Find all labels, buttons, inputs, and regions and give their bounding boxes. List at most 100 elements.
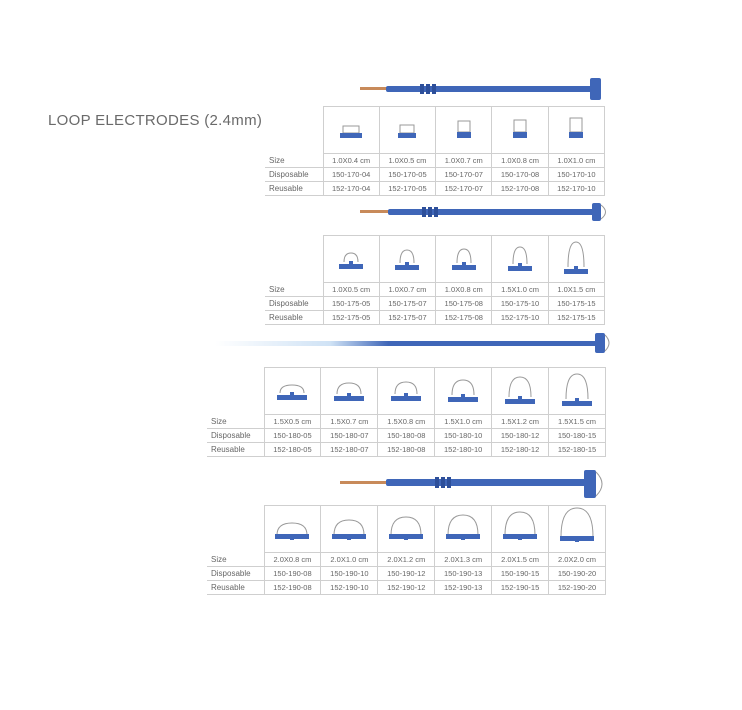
size-cell: 1.5X0.8 cm	[377, 414, 436, 429]
loop-image-cell	[263, 505, 322, 553]
square-loop-icon	[398, 124, 417, 138]
electrode-handle-1	[360, 78, 601, 100]
wide-loop-icon	[448, 379, 479, 402]
large-loop-icon	[275, 522, 310, 540]
disposable-cell: 150-175-10	[491, 296, 549, 311]
round-loop-icon	[508, 246, 533, 271]
wide-loop-icon	[391, 381, 422, 401]
row-label-size: Size	[207, 414, 264, 429]
reusable-cell: 152-175-05	[322, 310, 380, 325]
loop-image-cell	[377, 367, 436, 415]
disposable-cell: 150-180-12	[491, 428, 550, 443]
disposable-cell: 150-190-13	[434, 566, 493, 581]
size-cell: 2.0X1.5 cm	[491, 552, 550, 567]
disposable-cell: 150-170-04	[322, 167, 380, 182]
round-loop-icon	[451, 248, 476, 270]
disposable-cell: 150-180-07	[320, 428, 379, 443]
disposable-cell: 150-180-08	[377, 428, 436, 443]
reusable-cell: 152-175-07	[378, 310, 437, 325]
wide-loop-icon	[562, 373, 593, 406]
large-loop-icon	[389, 516, 424, 540]
electrode-table-4: Size 2.0X0.8 cm 2.0X1.0 cm 2.0X1.2 cm 2.…	[207, 505, 606, 595]
reusable-cell: 152-190-10	[320, 580, 379, 595]
electrode-table-3: Size 1.5X0.5 cm 1.5X0.7 cm 1.5X0.8 cm 1.…	[207, 367, 606, 457]
round-loop-icon	[339, 252, 364, 269]
large-loop-icon	[332, 519, 367, 540]
loop-image-cell	[322, 106, 380, 154]
loop-image-cell	[320, 505, 379, 553]
size-cell: 1.0X0.8 cm	[491, 153, 549, 168]
loop-image-cell	[322, 235, 380, 283]
square-loop-icon	[513, 119, 528, 138]
loop-image-cell	[491, 367, 550, 415]
reusable-cell: 152-175-10	[491, 310, 549, 325]
square-loop-icon	[569, 117, 584, 138]
row-label-disposable: Disposable	[265, 296, 323, 311]
reusable-cell: 152-180-10	[434, 442, 493, 457]
loop-image-cell	[435, 106, 493, 154]
reusable-cell: 152-190-13	[434, 580, 493, 595]
disposable-cell: 150-190-12	[377, 566, 436, 581]
reusable-cell: 152-190-20	[548, 580, 606, 595]
size-cell: 1.5X0.5 cm	[263, 414, 322, 429]
loop-image-cell	[547, 235, 606, 283]
reusable-cell: 152-170-07	[435, 181, 493, 196]
size-cell: 1.0X1.5 cm	[547, 282, 606, 297]
disposable-cell: 150-175-15	[547, 296, 606, 311]
row-label-size: Size	[265, 282, 323, 297]
round-loop-icon	[395, 249, 420, 270]
electrode-table-2: Size 1.0X0.5 cm 1.0X0.7 cm 1.0X0.8 cm 1.…	[265, 235, 606, 325]
loop-image-cell	[434, 505, 493, 553]
row-label-disposable: Disposable	[265, 167, 323, 182]
square-loop-icon	[340, 125, 363, 138]
square-loop-icon	[456, 120, 471, 138]
wide-loop-icon	[334, 382, 365, 401]
wide-loop-icon	[505, 376, 536, 404]
size-cell: 1.0X0.8 cm	[435, 282, 493, 297]
loop-image-cell	[435, 235, 493, 283]
disposable-cell: 150-170-10	[547, 167, 606, 182]
size-cell: 2.0X1.0 cm	[320, 552, 379, 567]
reusable-cell: 152-180-15	[548, 442, 606, 457]
disposable-cell: 150-180-15	[548, 428, 606, 443]
reusable-cell: 152-175-15	[547, 310, 606, 325]
electrode-handle-2	[360, 203, 606, 221]
large-loop-icon	[503, 511, 538, 540]
wide-loop-icon	[277, 384, 308, 400]
reusable-cell: 152-170-10	[547, 181, 606, 196]
row-label-reusable: Reusable	[207, 442, 264, 457]
size-cell: 2.0X2.0 cm	[548, 552, 606, 567]
loop-image-cell	[547, 106, 606, 154]
reusable-cell: 152-190-15	[491, 580, 550, 595]
disposable-cell: 150-180-10	[434, 428, 493, 443]
loop-image-cell	[377, 505, 436, 553]
disposable-cell: 150-180-05	[263, 428, 322, 443]
row-label-reusable: Reusable	[265, 310, 323, 325]
disposable-cell: 150-175-07	[378, 296, 437, 311]
size-cell: 1.0X0.4 cm	[322, 153, 380, 168]
size-cell: 2.0X1.3 cm	[434, 552, 493, 567]
loop-image-cell	[491, 505, 550, 553]
reusable-cell: 152-190-12	[377, 580, 436, 595]
loop-image-cell	[491, 106, 549, 154]
size-cell: 1.0X0.5 cm	[322, 282, 380, 297]
electrode-handle-3	[215, 333, 610, 353]
reusable-cell: 152-170-05	[378, 181, 437, 196]
reusable-cell: 152-175-08	[435, 310, 493, 325]
row-label-disposable: Disposable	[207, 566, 264, 581]
reusable-cell: 152-180-07	[320, 442, 379, 457]
loop-image-cell	[548, 505, 606, 553]
disposable-cell: 150-170-07	[435, 167, 493, 182]
loop-image-cell	[434, 367, 493, 415]
size-cell: 2.0X0.8 cm	[263, 552, 322, 567]
electrode-handle-4	[340, 470, 603, 498]
disposable-cell: 150-190-20	[548, 566, 606, 581]
reusable-cell: 152-190-08	[263, 580, 322, 595]
size-cell: 1.0X1.0 cm	[547, 153, 606, 168]
disposable-cell: 150-190-15	[491, 566, 550, 581]
reusable-cell: 152-180-12	[491, 442, 550, 457]
size-cell: 1.0X0.7 cm	[378, 282, 437, 297]
disposable-cell: 150-170-05	[378, 167, 437, 182]
loop-image-cell	[378, 235, 437, 283]
row-label-reusable: Reusable	[207, 580, 264, 595]
